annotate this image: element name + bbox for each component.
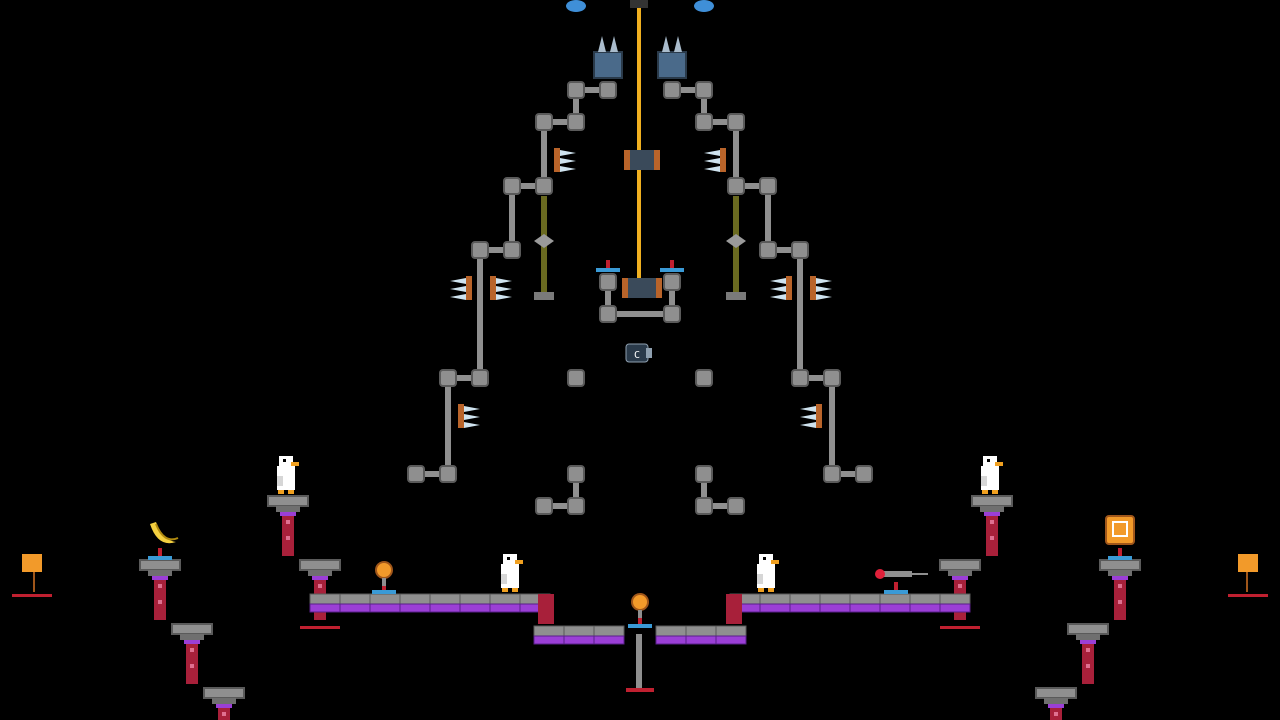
stone-block-right xyxy=(657,36,687,79)
banana-icon[interactable] xyxy=(150,522,179,544)
spike-icon xyxy=(810,276,832,300)
stone-block-left xyxy=(593,36,623,79)
pillar xyxy=(139,559,181,621)
pillar xyxy=(971,495,1013,557)
rope xyxy=(637,0,641,292)
pillar xyxy=(1067,623,1109,685)
spike-icon xyxy=(450,276,472,300)
coin-icon[interactable] xyxy=(631,593,649,618)
floor-left xyxy=(309,593,551,613)
spike-icon xyxy=(800,404,822,428)
raygun-icon[interactable] xyxy=(875,569,928,579)
spawner xyxy=(148,548,172,560)
pillar xyxy=(267,495,309,557)
spike-icon xyxy=(554,148,576,172)
flag-icon xyxy=(22,554,42,592)
spike-icon xyxy=(704,148,726,172)
camera-label: C xyxy=(634,350,640,361)
spawner xyxy=(660,260,684,272)
spawner xyxy=(1108,548,1132,560)
spike-icon xyxy=(458,404,480,428)
pillar xyxy=(1035,687,1077,720)
spike-icon xyxy=(770,276,792,300)
ledges xyxy=(12,594,1268,629)
pillar xyxy=(171,623,213,685)
spawner xyxy=(596,260,620,272)
item-box-icon[interactable] xyxy=(1105,515,1135,545)
duck-player xyxy=(277,456,299,494)
pillar xyxy=(203,687,245,720)
camera-icon: C xyxy=(625,343,652,363)
duck-player xyxy=(981,456,1003,494)
spawner xyxy=(884,582,908,594)
duck-player xyxy=(501,554,523,592)
pillar xyxy=(1099,559,1141,621)
ceiling-decor xyxy=(566,0,714,12)
flag-icon xyxy=(1238,554,1258,592)
coin-icon[interactable] xyxy=(375,561,393,586)
spike-icon xyxy=(490,276,512,300)
slider-rails xyxy=(534,196,746,300)
duck-player xyxy=(757,554,779,592)
floor-right xyxy=(729,593,971,613)
rope-clamp xyxy=(622,150,662,298)
floor-supports xyxy=(538,594,742,692)
